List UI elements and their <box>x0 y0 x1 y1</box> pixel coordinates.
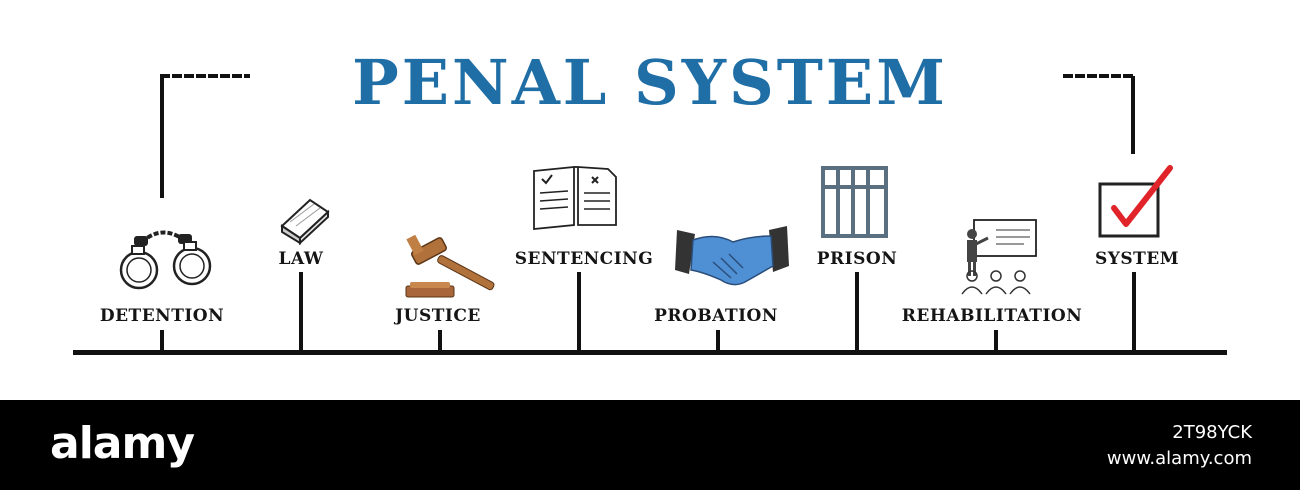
brand-logo: alamy <box>50 418 195 469</box>
handshake-icon <box>675 226 789 286</box>
checkbox-icon <box>1098 165 1173 238</box>
prison-bars-icon <box>821 166 888 238</box>
timeline-axis <box>73 350 1227 355</box>
footer-watermark-bar: alamy 2T98YCK www.alamy.com <box>0 400 1300 490</box>
stem-probation <box>716 330 720 352</box>
page-title: PENAL SYSTEM <box>352 46 948 119</box>
label-probation: PROBATION <box>654 306 778 326</box>
label-justice: JUSTICE <box>395 306 481 326</box>
left-bracket <box>160 74 250 198</box>
label-rehabilitation: REHABILITATION <box>901 306 1083 326</box>
stem-prison <box>855 272 859 352</box>
label-prison: PRISON <box>816 249 898 269</box>
stem-system <box>1132 272 1136 352</box>
open-document-icon <box>533 166 617 230</box>
image-id: 2T98YCK <box>1172 422 1252 443</box>
presentation-icon <box>961 219 1037 295</box>
stem-justice <box>438 330 442 352</box>
label-law: LAW <box>278 249 324 269</box>
book-icon <box>280 198 330 246</box>
handcuffs-icon <box>119 230 212 290</box>
gavel-icon <box>405 234 495 298</box>
stem-sentencing <box>577 272 581 352</box>
stem-law <box>299 272 303 352</box>
label-detention: DETENTION <box>99 306 225 326</box>
site-url: www.alamy.com <box>1106 448 1252 469</box>
stem-detention <box>160 330 164 352</box>
infographic: PENAL SYSTEM DETENTION LAW JUSTICE SENTE… <box>73 46 1227 355</box>
label-system: SYSTEM <box>1094 249 1180 269</box>
stem-rehabilitation <box>994 330 998 352</box>
label-sentencing: SENTENCING <box>514 249 654 269</box>
right-bracket <box>1063 74 1135 154</box>
